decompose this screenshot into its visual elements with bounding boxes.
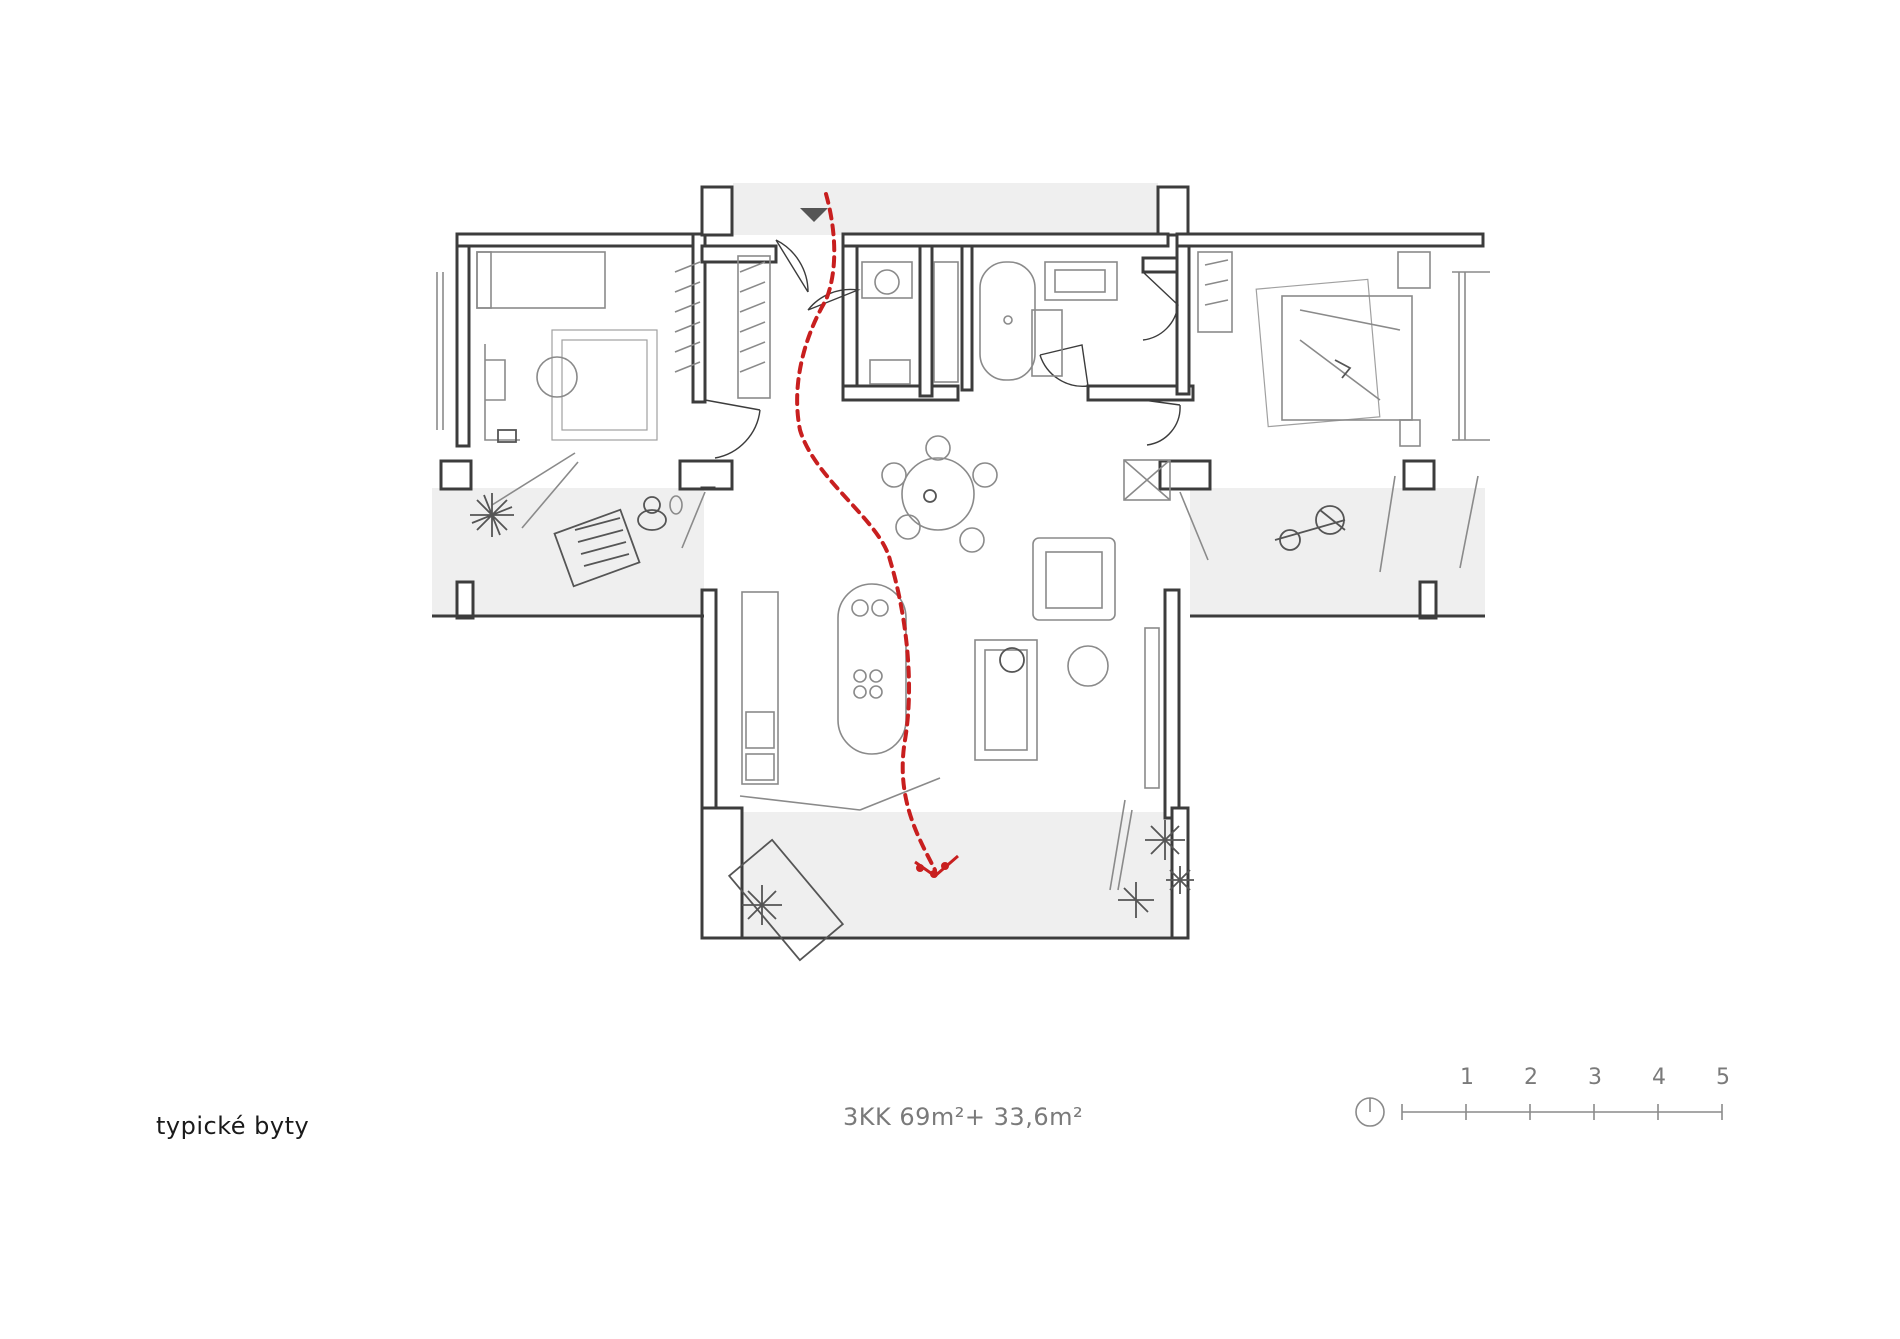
plant-icon [1166,866,1194,894]
bathtub [979,261,1036,381]
side-table [1067,645,1109,687]
person-icon [637,496,667,531]
scale-bar: 1 2 3 4 5 [1355,1065,1730,1127]
scale-label-3: 3 [1588,1065,1602,1090]
entrance-arrow-icon [800,208,828,222]
entrance-corridor [733,183,1158,235]
left-terrace-items [470,493,683,588]
doors [704,239,1181,459]
scale-label-4: 4 [1652,1065,1666,1090]
right-bedroom [1197,251,1431,447]
area-caption: 3KK 69m²+ 33,6m² [843,1103,1084,1131]
path-end [914,854,959,878]
left-bedroom [476,251,771,443]
living-area [741,435,1171,789]
rug-right [1255,278,1381,428]
entrance-door [775,239,809,293]
plant-icon [1145,820,1185,860]
sofa [974,639,1038,761]
plant-icon [470,493,514,537]
sun-lounger-left [553,508,641,588]
movement-path [795,192,937,872]
dining-table [901,457,975,531]
rug-left [551,329,658,441]
bottom-terrace-items [727,799,1194,962]
right-terrace-items [1274,505,1346,551]
scale-label-2: 2 [1524,1065,1538,1090]
plant-icon [1118,882,1154,918]
kitchen-counter [741,591,779,785]
armchair [1032,537,1116,621]
terrace-right [1190,488,1485,615]
kitchen-island [837,583,907,755]
walls [432,185,1485,940]
terrace-bottom [704,812,1188,936]
bathrooms [861,261,1118,385]
caption-left: typické byty [156,1112,310,1140]
bed-left [476,251,606,309]
scale-label-5: 5 [1716,1065,1730,1090]
bed-right [1281,295,1413,421]
glazing [436,271,1490,811]
scale-label-1: 1 [1460,1065,1474,1090]
sun-lounger-bottom [727,838,845,962]
plant-icon [742,885,782,925]
